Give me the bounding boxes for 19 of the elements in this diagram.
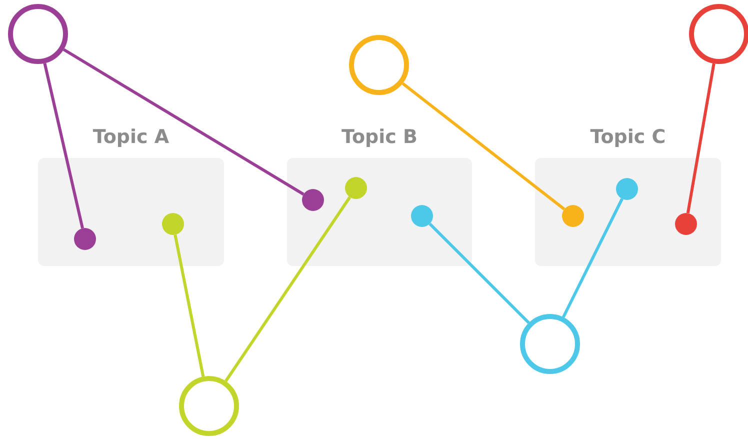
connector-line <box>402 82 566 210</box>
dot-marker <box>411 205 433 227</box>
connector-line <box>562 198 624 318</box>
connector-line <box>686 63 716 214</box>
dot-marker <box>74 228 96 250</box>
dot-marker <box>345 177 367 199</box>
dot-marker <box>562 205 584 227</box>
dot-marker <box>302 189 324 211</box>
connector-line <box>428 222 530 324</box>
dot-marker <box>675 213 697 235</box>
dot-marker <box>616 178 638 200</box>
panel-title: Topic C <box>589 126 667 148</box>
connector-line <box>43 62 84 229</box>
connector-line <box>224 196 352 382</box>
panel-title: Topic B <box>340 126 418 148</box>
connector-line <box>62 48 304 196</box>
connector-line <box>174 234 205 377</box>
dot-marker <box>162 213 184 235</box>
panel-title: Topic A <box>92 126 170 148</box>
